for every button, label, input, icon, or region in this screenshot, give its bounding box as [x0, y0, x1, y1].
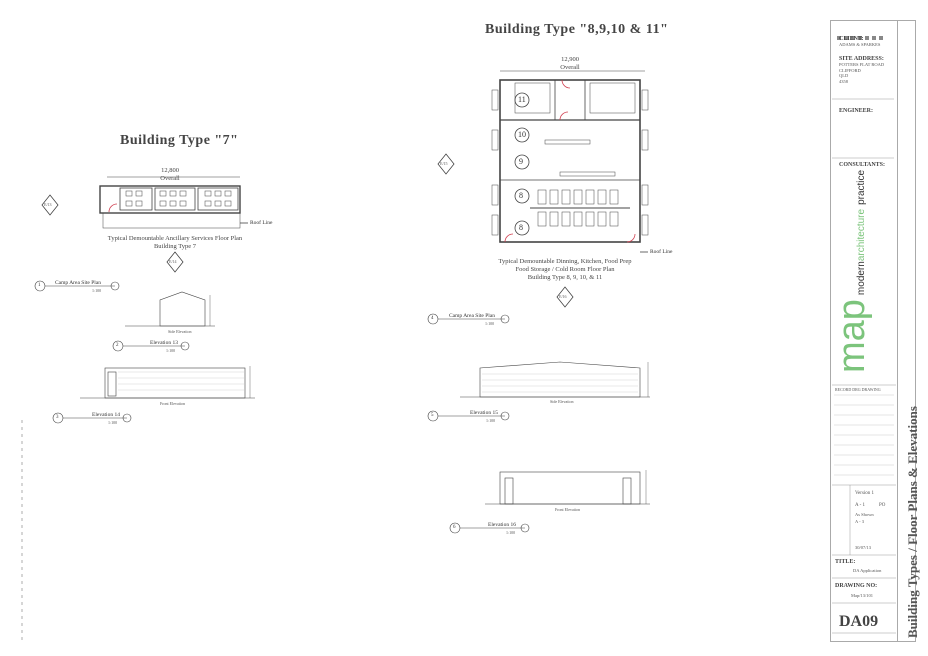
revision: A - 1 — [855, 503, 865, 508]
elevation-tag-e13[interactable]: E/13 — [44, 202, 52, 207]
scale: As Shown — [855, 512, 874, 517]
sheet-title-strip — [897, 20, 916, 642]
view-scale: 1:100 — [506, 530, 516, 535]
view-scale: 1:100 — [486, 418, 496, 423]
view-scale: 1:100 — [108, 420, 118, 425]
view-scale: 1:100 — [92, 288, 102, 293]
view-number: 4 — [431, 316, 434, 321]
room-number: 8 — [519, 191, 523, 200]
front-elevation-type7 — [80, 366, 255, 399]
view-title: Camp Area Site Plan — [55, 280, 101, 286]
front-elevation-type8 — [485, 470, 650, 505]
elevation-label: Front Elevation — [160, 401, 185, 406]
elevation-label: Side Elevation — [168, 329, 192, 334]
view-title: Camp Area Site Plan — [449, 313, 495, 319]
floor-plan-type8 — [437, 70, 649, 308]
title-value: DA Application — [853, 568, 882, 573]
version: Version 1 — [855, 491, 875, 496]
title-building-type-8: Building Type "8,9,10 & 11" — [485, 22, 669, 37]
elevation-label: Front Elevation — [555, 507, 580, 512]
room-number: 10 — [518, 130, 526, 139]
room-number: 11 — [518, 95, 526, 104]
room-number: 8 — [519, 223, 523, 232]
view-title: Elevation 16 — [488, 522, 516, 528]
elevation-label: Side Elevation — [550, 399, 574, 404]
plan8-caption: Typical Demountable Dinning, Kitchen, Fo… — [498, 258, 632, 281]
sheet-number: DA09 — [839, 613, 879, 630]
view-number: 5 — [431, 413, 434, 418]
drawing-no-label: DRAWING NO: — [835, 583, 878, 589]
record-header: RECORD DRG DRAWING — [835, 387, 881, 392]
plan7-caption: Typical Demountable Ancillary Services F… — [107, 235, 243, 250]
room-number: 9 — [519, 157, 523, 166]
drawing-no-value: Map/13/101 — [851, 593, 873, 598]
floor-plan-type7 — [41, 176, 248, 273]
view-title: Elevation 15 — [470, 410, 498, 416]
view-title: Elevation 14 — [92, 412, 120, 418]
view-number: 3 — [56, 415, 59, 420]
client-section: CLIENT:ADAMS & SPARKES — [839, 36, 881, 47]
date: 30/07/13 — [855, 545, 872, 550]
view-number: 1 — [38, 283, 41, 288]
engineer-label: ENGINEER: — [839, 108, 874, 114]
status: PO — [879, 503, 886, 508]
elevation-tag-e16[interactable]: E/16 — [559, 294, 567, 299]
paper-size: A - 3 — [855, 519, 864, 524]
sheet-title: Building Types / Floor Plans & Elevation… — [905, 406, 920, 638]
title-block: CLIENT:ADAMS & SPARKES SITE ADDRESS:POTT… — [830, 20, 898, 642]
elevation-tag-e15[interactable]: E/15 — [440, 161, 448, 166]
side-elevation-type7 — [125, 291, 215, 327]
view-title: Elevation 13 — [150, 340, 178, 346]
map-logo: map modernarchitecture practice — [831, 169, 873, 373]
consultants-label: CONSULTANTS: — [839, 162, 886, 168]
title-building-type-7: Building Type "7" — [120, 133, 239, 148]
view-number: 6 — [453, 525, 456, 530]
view-scale: 1:100 — [166, 348, 176, 353]
plan7-roof-line: Roof Line — [250, 220, 273, 226]
title-block-marks — [837, 27, 886, 45]
view-scale: 1:100 — [485, 321, 495, 326]
side-elevation-type8 — [460, 361, 650, 398]
elevation-tag-e14[interactable]: E/14 — [169, 259, 177, 264]
plan8-roof-line: Roof Line — [650, 249, 673, 255]
view-markers — [34, 280, 530, 534]
title-label: TITLE: — [835, 559, 856, 565]
view-number: 2 — [116, 343, 119, 348]
